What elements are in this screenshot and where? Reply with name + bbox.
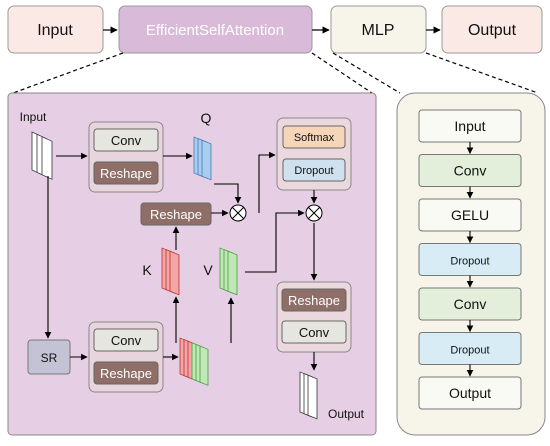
softmax-box: [282, 125, 346, 149]
mlp-step-label: Input: [454, 118, 485, 134]
bottom-reshape-box: [93, 361, 159, 385]
bottom-conv-label: Conv: [111, 333, 142, 348]
top-conv-reshape-group: Conv Reshape: [88, 121, 164, 193]
q-stack: Q: [193, 110, 212, 181]
k-stack: K: [142, 247, 180, 296]
bottom-reshape-label: Reshape: [100, 366, 152, 381]
mlp-step-label: Output: [449, 385, 491, 401]
top-flow: Input EfficientSelfAttention MLP Output: [7, 5, 543, 54]
top-conv-box: [93, 128, 159, 152]
attention-arrows: [44, 151, 318, 371]
v-stack: V: [203, 247, 238, 296]
softmax-label: Softmax: [294, 132, 335, 144]
mid-reshape-box: [140, 202, 212, 226]
right-conv-box: [281, 320, 347, 344]
multiply-node-2: [305, 204, 323, 222]
attention-output-stack: Output: [299, 371, 365, 421]
mid-reshape-label: Reshape: [150, 207, 202, 222]
q-label: Q: [201, 110, 212, 126]
top-reshape-label: Reshape: [100, 166, 152, 181]
softmax-dropout-group: Softmax Dropout: [276, 117, 352, 191]
attention-input-label: Input: [20, 110, 47, 124]
mlp-step-label: GELU: [451, 207, 489, 223]
attention-output-label: Output: [328, 407, 365, 421]
top-output-label: Output: [468, 22, 517, 39]
top-input-label: Input: [37, 22, 73, 39]
mlp-step-box: [418, 376, 522, 410]
right-reshape-label: Reshape: [288, 293, 340, 308]
top-attention-label: EfficientSelfAttention: [146, 22, 284, 39]
mlp-step-label: Conv: [454, 163, 487, 179]
zoom-lines: [12, 52, 539, 94]
bottom-conv-reshape-group: Conv Reshape: [88, 321, 164, 393]
kv-mixed-stack: [179, 337, 209, 386]
v-label: V: [203, 262, 213, 278]
right-reshape-box: [281, 288, 347, 312]
sr-label: SR: [41, 351, 58, 365]
top-output-box: [441, 5, 543, 54]
right-conv-label: Conv: [299, 325, 330, 340]
mlp-step-label: Conv: [454, 296, 487, 312]
k-label: K: [142, 262, 152, 278]
right-reshape-conv-group: Reshape Conv: [276, 281, 352, 353]
dropout-label: Dropout: [294, 165, 333, 177]
multiply-node-1: [229, 204, 247, 222]
input-stack: Input: [20, 110, 53, 180]
top-conv-label: Conv: [111, 133, 142, 148]
mlp-step-label: Dropout: [450, 345, 489, 357]
top-reshape-box: [93, 161, 159, 185]
top-mlp-label: MLP: [362, 22, 395, 39]
mlp-step-label: Dropout: [450, 256, 489, 268]
dropout-box: [282, 158, 346, 182]
bottom-conv-box: [93, 328, 159, 352]
